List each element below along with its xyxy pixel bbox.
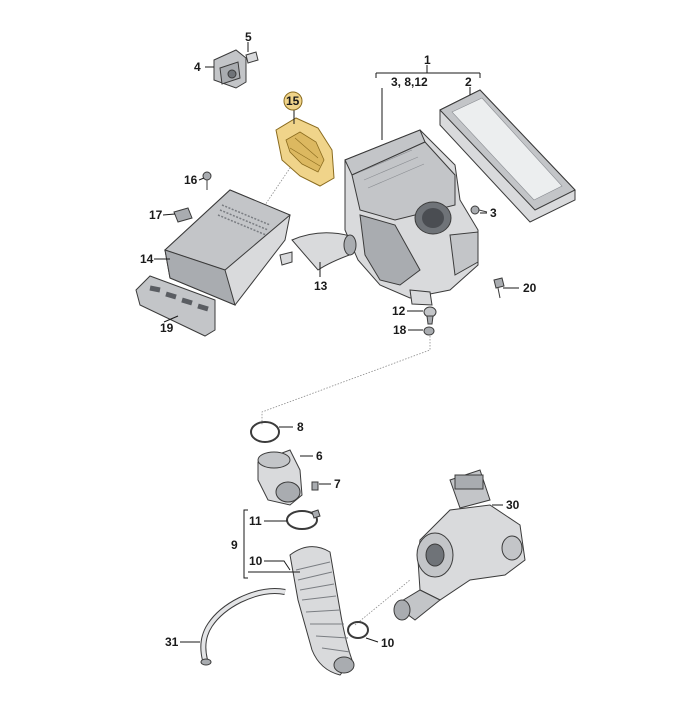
housing-ribs: [359, 149, 425, 189]
callout-14: 14: [140, 252, 154, 266]
hose-part-13: [291, 232, 357, 271]
callout-19: 19: [160, 321, 174, 335]
o-ring-part-8: [250, 421, 280, 443]
callout-2: 2: [465, 75, 472, 89]
grille-part-19: [135, 275, 216, 337]
air-filter-element-part-2: [439, 89, 576, 223]
callout-6: 6: [316, 449, 323, 463]
nut-part-18: [423, 326, 435, 336]
callout-3: 3: [490, 206, 497, 220]
duct-grille: [217, 204, 271, 236]
callout-15: 15: [286, 94, 300, 108]
callout-10-lower: 10: [381, 636, 395, 650]
callout-16: 16: [184, 173, 198, 187]
callout-7: 7: [334, 477, 341, 491]
intake-duct-part-14: [164, 189, 293, 306]
callout-20: 20: [523, 281, 537, 295]
hose-clamp-part-10-lower: [347, 621, 369, 639]
callout-31: 31: [165, 635, 179, 649]
screw-part-20: [493, 277, 505, 299]
air-filter-housing-part-1: [344, 129, 479, 306]
intake-hose-part-9: [289, 546, 355, 676]
callout-4: 4: [194, 60, 201, 74]
callout-15-highlight-badge: [283, 91, 303, 111]
bracket-part-4: [213, 49, 247, 89]
callout-9: 9: [231, 538, 238, 552]
mass-air-flow-sensor-part-6: [257, 449, 303, 506]
leader-lines: [154, 42, 519, 643]
screw-part-3: [470, 205, 488, 215]
clip-part-17: [173, 207, 193, 223]
callout-1: 1: [424, 53, 431, 67]
turbocharger-part-30: [393, 469, 526, 621]
hose-clamp-part-11: [286, 509, 321, 530]
screw-part-5: [245, 51, 259, 64]
callout-5: 5: [245, 30, 252, 44]
grommet-part-12: [423, 306, 437, 325]
hose-corrugations: [295, 561, 351, 653]
callout-30: 30: [506, 498, 520, 512]
callout-13: 13: [314, 279, 328, 293]
callout-12: 12: [392, 304, 406, 318]
callout-10-upper: 10: [249, 554, 263, 568]
screw-part-7: [311, 481, 319, 491]
seal-part-15-highlighted: [275, 117, 335, 187]
callout-17: 17: [149, 208, 163, 222]
screw-part-16: [202, 171, 212, 190]
callout-11: 11: [249, 514, 262, 528]
callout-labels: 1 3, 8,12 2 4 5 15 16 17 14 13 19 3 20 1…: [140, 30, 537, 650]
breather-pipe-part-31: [200, 588, 286, 666]
callout-3-8-12: 3, 8,12: [391, 75, 428, 89]
callout-8: 8: [297, 420, 304, 434]
callout-18: 18: [393, 323, 407, 337]
